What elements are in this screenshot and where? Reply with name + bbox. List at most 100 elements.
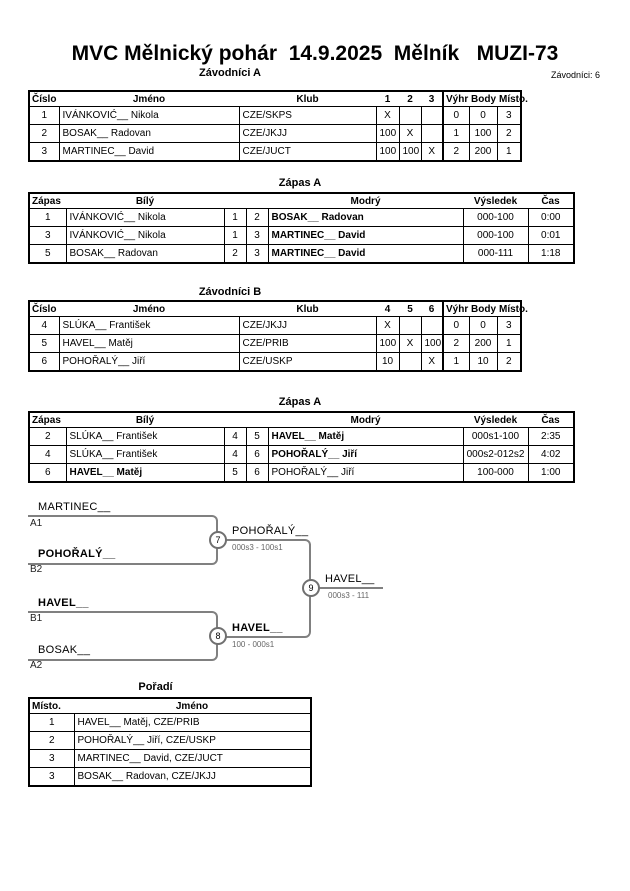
- grid-cell: X: [375, 106, 400, 125]
- table-row: 2 POHOŘALÝ__ Jiří, CZE/USKP: [28, 731, 312, 750]
- time-cell: 4:02: [527, 445, 575, 464]
- grid-cell: 100: [375, 124, 400, 143]
- grid-cell: [398, 352, 422, 372]
- place-cell: 2: [496, 124, 522, 143]
- table-row: 6 HAVEL__ Matěj 5 6 POHOŘALÝ__ Jiří 100-…: [28, 463, 575, 483]
- rank-name: MARTINEC__ David, CZE/JUCT: [73, 749, 312, 768]
- points-cell: 10: [468, 352, 498, 372]
- header-row: Číslo Jméno Klub 4 5 6 Výhr Body Místo.: [29, 301, 528, 317]
- white-number: 4: [223, 445, 247, 464]
- place-cell: 3: [496, 316, 522, 335]
- rank-name: POHOŘALÝ__ Jiří, CZE/USKP: [73, 731, 312, 750]
- col-match: Zápas: [29, 412, 66, 428]
- match7-winner-name: POHOŘALÝ__: [232, 525, 309, 537]
- bracket-winner-line: [311, 587, 383, 589]
- grid-cell: X: [420, 142, 444, 162]
- header-row: Zápas Bílý Modrý Výsledek Čas: [29, 412, 574, 428]
- match-number: 1: [28, 208, 67, 227]
- col-round-5: 5: [399, 301, 421, 317]
- time-cell: 2:35: [527, 427, 575, 446]
- competitor-name: HAVEL__ Matěj: [58, 334, 240, 353]
- section-title-group-a: Závodníci A: [199, 67, 261, 79]
- grid-cell: 100: [375, 142, 400, 162]
- wins-cell: 0: [442, 316, 470, 335]
- table-row: 2 BOSAK__ Radovan CZE/JKJJ 100 X 1 100 2: [28, 124, 522, 143]
- col-number: Číslo: [29, 301, 59, 317]
- wins-cell: 2: [442, 142, 470, 162]
- col-time: Čas: [528, 412, 574, 428]
- match8-score: 100 - 000s1: [232, 640, 275, 649]
- white-name: BOSAK__ Radovan: [65, 244, 225, 264]
- wins-cell: 2: [442, 334, 470, 353]
- place-cell: 1: [496, 334, 522, 353]
- white-name: IVÁNKOVIĆ__ Nikola: [65, 208, 225, 227]
- competitor-number: 3: [28, 142, 60, 162]
- blue-number: 3: [245, 244, 269, 264]
- white-number: 2: [223, 244, 247, 264]
- col-place: Místo.: [497, 91, 528, 107]
- header-row: Místo. Jméno: [29, 698, 311, 714]
- section-title-matches-a: Zápas A: [278, 177, 322, 189]
- col-result: Výsledek: [463, 193, 528, 209]
- table-row: 3 IVÁNKOVIĆ__ Nikola 1 3 MARTINEC__ Davi…: [28, 226, 575, 245]
- col-white: Bílý: [66, 193, 224, 209]
- competitor-number: 5: [28, 334, 60, 353]
- grid-cell: [420, 106, 444, 125]
- match-number: 3: [28, 226, 67, 245]
- table-row: 3 BOSAK__ Radovan, CZE/JKJJ: [28, 767, 312, 787]
- competitors-count: Závodníci: 6: [550, 70, 600, 80]
- grid-cell: X: [398, 334, 422, 353]
- col-place: Místo.: [497, 301, 528, 317]
- competitor-number: 2: [28, 124, 60, 143]
- white-number: 4: [223, 427, 247, 446]
- rank-place: 2: [28, 731, 75, 750]
- section-title-matches-b: Zápas A: [278, 396, 322, 408]
- points-cell: 0: [468, 316, 498, 335]
- col-club: Klub: [239, 91, 376, 107]
- competitor-name: BOSAK__ Radovan: [58, 124, 240, 143]
- table-row: 6 POHOŘALÝ__ Jiří CZE/USKP 10 X 1 10 2: [28, 352, 522, 372]
- white-number: 1: [223, 226, 247, 245]
- col-white-number: [224, 412, 246, 428]
- col-white: Bílý: [66, 412, 224, 428]
- col-blue: Modrý: [268, 193, 463, 209]
- grid-cell: X: [398, 124, 422, 143]
- col-blue: Modrý: [268, 412, 463, 428]
- col-number: Číslo: [29, 91, 59, 107]
- match-number-badge: 9: [302, 579, 320, 597]
- blue-number: 6: [245, 463, 269, 483]
- points-cell: 200: [468, 334, 498, 353]
- table-row: 3 MARTINEC__ David, CZE/JUCT: [28, 749, 312, 768]
- bracket-slot-a2-name: BOSAK__: [38, 644, 91, 656]
- blue-name: HAVEL__ Matěj: [267, 427, 464, 446]
- competitor-name: SLÚKA__ František: [58, 316, 240, 335]
- grid-cell: 10: [375, 352, 400, 372]
- bracket-slot-b1-name: HAVEL__: [38, 597, 89, 609]
- page-title: MVC Mělnický pohár 14.9.2025 Mělník MUZI…: [71, 42, 559, 65]
- points-cell: 100: [468, 124, 498, 143]
- table-row: 4 SLÚKA__ František 4 6 POHOŘALÝ__ Jiří …: [28, 445, 575, 464]
- competitor-number: 4: [28, 316, 60, 335]
- col-name: Jméno: [59, 91, 239, 107]
- table-row: 5 BOSAK__ Radovan 2 3 MARTINEC__ David 0…: [28, 244, 575, 264]
- bracket-slot-b1-tag: B1: [30, 613, 43, 624]
- col-name: Jméno: [59, 301, 239, 317]
- match8-winner-name: HAVEL__: [232, 622, 283, 634]
- blue-number: 6: [245, 445, 269, 464]
- rank-name: BOSAK__ Radovan, CZE/JKJJ: [73, 767, 312, 787]
- col-time: Čas: [528, 193, 574, 209]
- competitor-club: CZE/JKJJ: [238, 316, 377, 335]
- grid-cell: X: [420, 352, 444, 372]
- competitor-number: 6: [28, 352, 60, 372]
- competitor-number: 1: [28, 106, 60, 125]
- section-title-group-b: Závodníci B: [198, 286, 262, 298]
- table-row: 5 HAVEL__ Matěj CZE/PRIB 100 X 100 2 200…: [28, 334, 522, 353]
- col-name: Jméno: [74, 698, 311, 714]
- table-row: 4 SLÚKA__ František CZE/JKJJ X 0 0 3: [28, 316, 522, 335]
- section-title-ranking: Pořadí: [138, 681, 173, 693]
- col-points: Body: [469, 301, 497, 317]
- table-row: 1 IVÁNKOVIĆ__ Nikola 1 2 BOSAK__ Radovan…: [28, 208, 575, 227]
- competitor-club: CZE/SKPS: [238, 106, 377, 125]
- time-cell: 0:00: [527, 208, 575, 227]
